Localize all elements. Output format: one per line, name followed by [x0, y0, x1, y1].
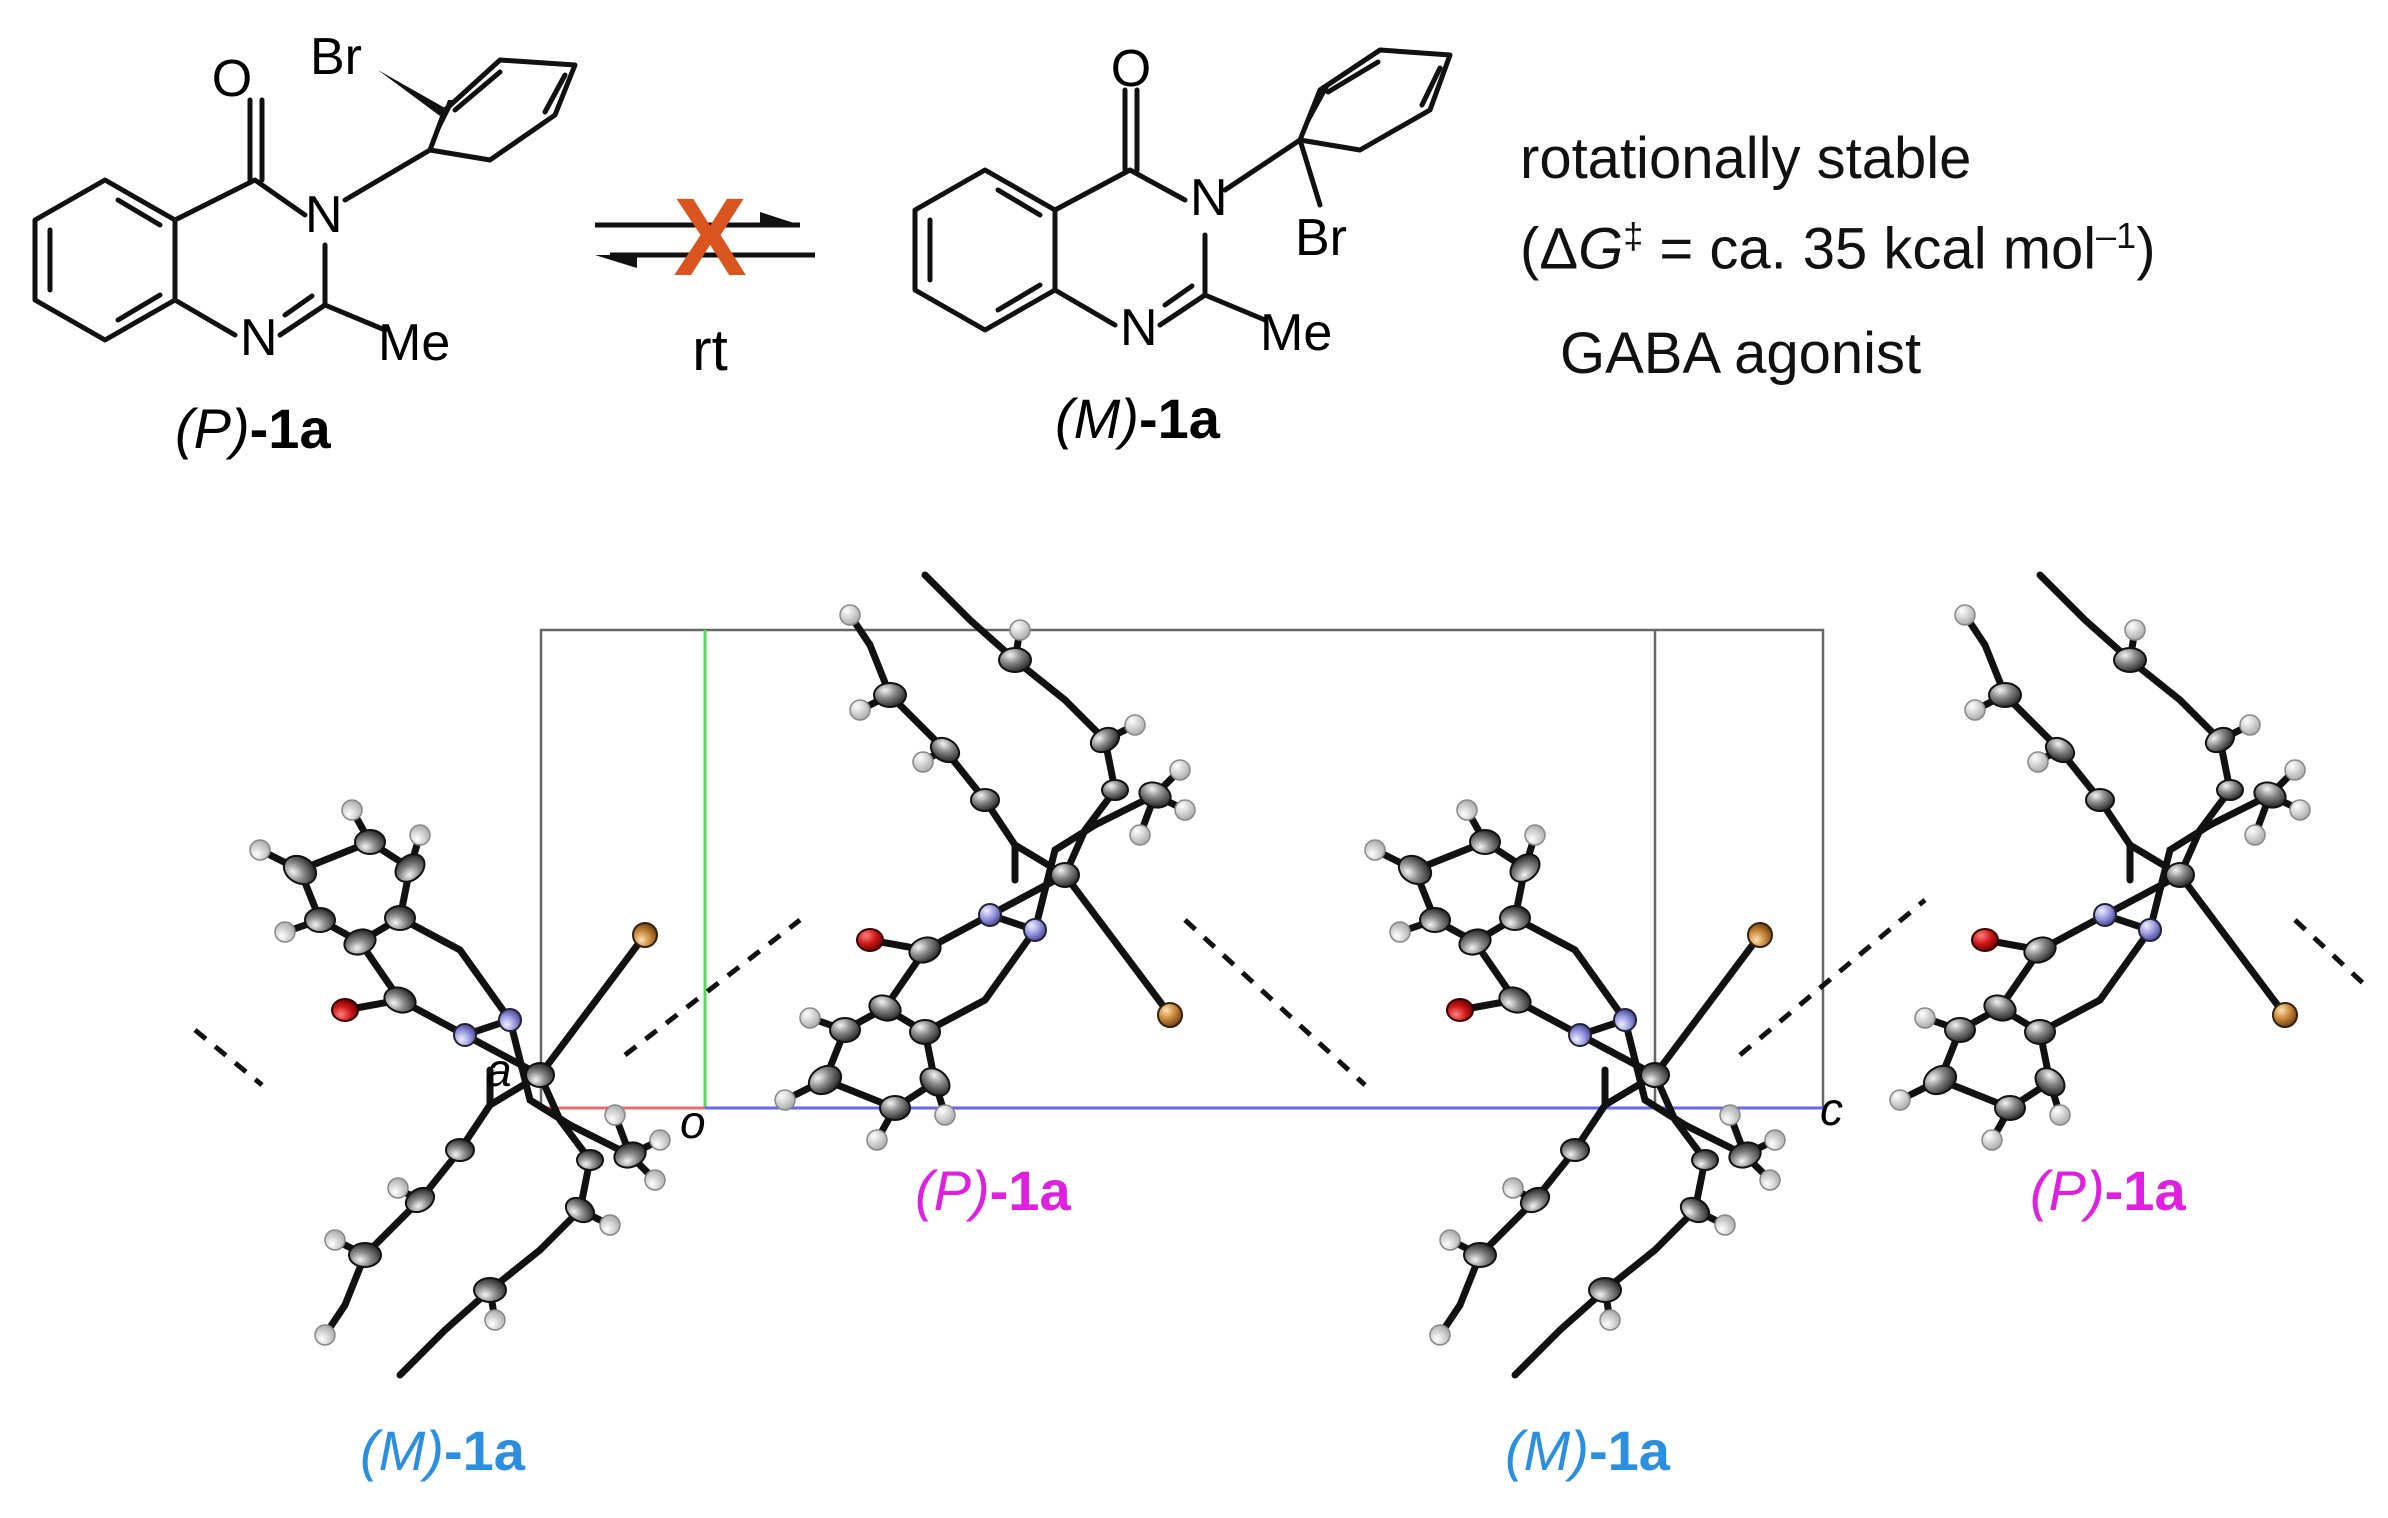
molecule-p-1a-center	[775, 575, 1195, 1150]
equilibrium-arrows: X rt	[595, 176, 815, 383]
axis-label-origin: o	[680, 1096, 706, 1148]
methyl-label-left: Me	[378, 314, 450, 372]
molecule-p-1a-right	[1890, 575, 2310, 1150]
note-barrier-exponent: –1	[2096, 215, 2137, 256]
molecule-m-1a-right	[1365, 800, 1785, 1375]
label-m-1a-top: (M)-1a	[1055, 387, 1221, 450]
label-m-1a-packing-right: (M)-1a	[1505, 1419, 1671, 1482]
note-barrier-close: )	[2136, 216, 2156, 282]
nitrogen3-label-left: N	[305, 186, 343, 244]
note-barrier-g: G	[1578, 216, 1624, 282]
structure-m-1a: O N Br N Me (M)-1a	[912, 40, 1453, 450]
nitrogen1-label-right: N	[1120, 299, 1158, 357]
oxygen-label-right: O	[1111, 40, 1151, 98]
methyl-label-right: Me	[1260, 304, 1332, 362]
bromine-label-right: Br	[1295, 209, 1347, 267]
label-p-1a-packing-right: (P)-1a	[2030, 1159, 2186, 1222]
condition-rt: rt	[692, 318, 727, 383]
nitrogen1-label-left: N	[240, 309, 278, 367]
note-rotationally-stable: rotationally stable	[1520, 126, 1972, 191]
note-barrier-dagger: ‡	[1623, 215, 1644, 256]
label-m-1a-packing-left: (M)-1a	[360, 1419, 526, 1482]
note-gaba-agonist: GABA agonist	[1560, 321, 1922, 386]
axis-label-a: a	[486, 1044, 512, 1096]
label-p-1a-packing-center: (P)-1a	[915, 1159, 1071, 1222]
structure-p-1a: O Br N N Me (P)-1a	[32, 28, 578, 460]
note-barrier-open: (Δ	[1520, 216, 1579, 282]
label-p-1a-top: (P)-1a	[175, 397, 331, 460]
note-barrier-value: = ca. 35 kcal mol	[1643, 216, 2097, 282]
halogen-bond-contacts	[193, 898, 2367, 1087]
bromine-label-left: Br	[310, 28, 362, 86]
note-barrier: (ΔG‡ = ca. 35 kcal mol–1)	[1520, 218, 2156, 278]
molecule-m-1a-left	[250, 800, 670, 1375]
blocked-mark: X	[673, 176, 746, 299]
oxygen-label-left: O	[212, 50, 252, 108]
axis-label-c: c	[1820, 1083, 1843, 1135]
nitrogen3-label-right: N	[1190, 169, 1228, 227]
